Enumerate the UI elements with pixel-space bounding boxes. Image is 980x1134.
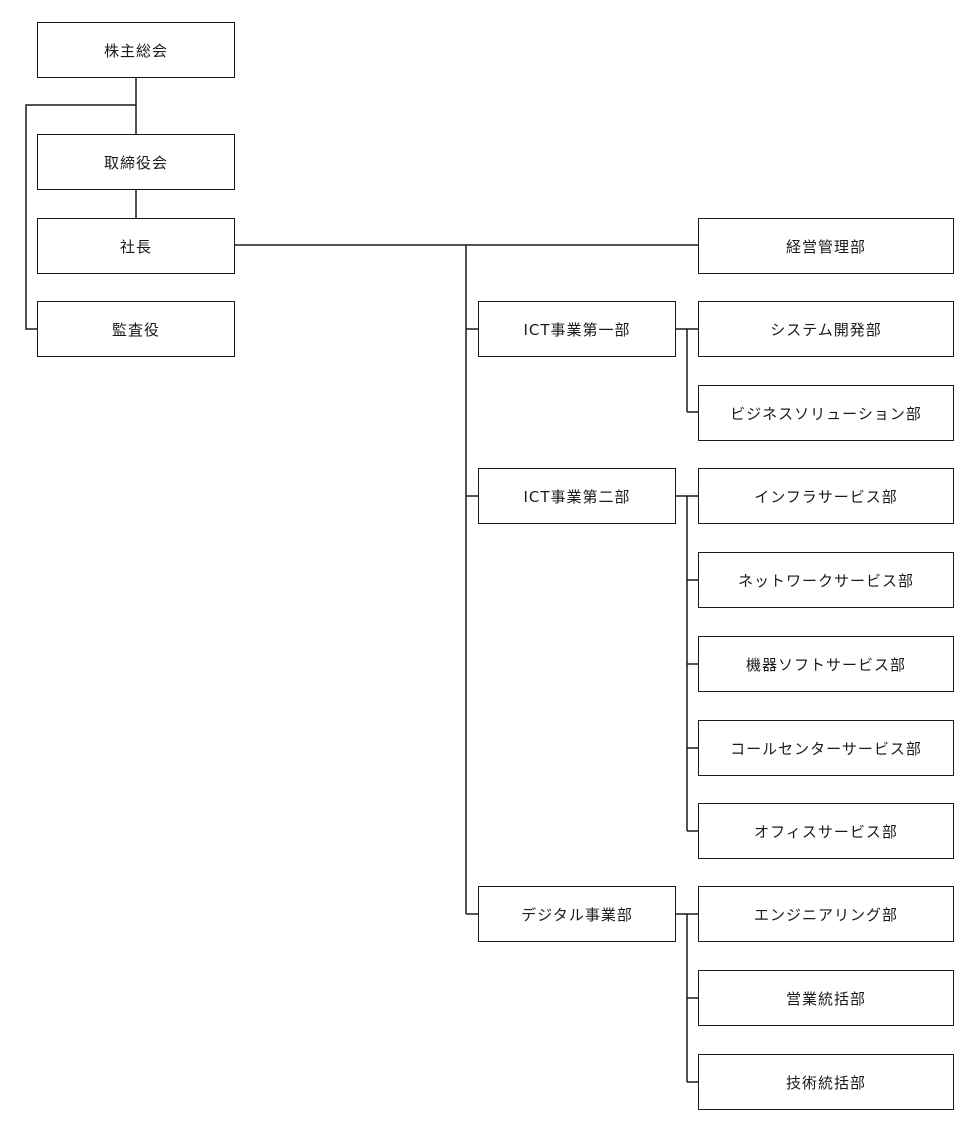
president-label: 社長 — [119, 237, 152, 256]
dept-label: コールセンターサービス部 — [730, 739, 922, 758]
ict-division-1-box: ICT事業第一部 — [478, 301, 676, 357]
digital-division-label: デジタル事業部 — [521, 905, 633, 924]
dept-label: 技術統括部 — [785, 1073, 866, 1092]
business-solution-dept-box: ビジネスソリューション部 — [698, 385, 954, 441]
management-dept-box: 経営管理部 — [698, 218, 954, 274]
digital-division-box: デジタル事業部 — [478, 886, 676, 942]
office-service-dept-box: オフィスサービス部 — [698, 803, 954, 859]
ict-division-1-label: ICT事業第一部 — [523, 320, 631, 339]
dept-label: 機器ソフトサービス部 — [745, 655, 906, 674]
shareholders-meeting-box: 株主総会 — [37, 22, 235, 78]
connector-line — [25, 104, 136, 330]
network-service-dept-box: ネットワークサービス部 — [698, 552, 954, 608]
dept-label: ネットワークサービス部 — [737, 571, 914, 590]
dept-label: エンジニアリング部 — [753, 905, 898, 924]
call-center-service-dept-box: コールセンターサービス部 — [698, 720, 954, 776]
dept-label: 営業統括部 — [785, 989, 866, 1008]
president-box: 社長 — [37, 218, 235, 274]
board-of-directors-label: 取締役会 — [103, 153, 168, 172]
auditor-box: 監査役 — [37, 301, 235, 357]
dept-label: システム開発部 — [770, 320, 882, 339]
dept-label: オフィスサービス部 — [754, 822, 898, 841]
sales-management-dept-box: 営業統括部 — [698, 970, 954, 1026]
engineering-dept-box: エンジニアリング部 — [698, 886, 954, 942]
ict-division-2-label: ICT事業第二部 — [523, 487, 631, 506]
shareholders-meeting-label: 株主総会 — [103, 41, 168, 60]
auditor-label: 監査役 — [111, 320, 160, 339]
dept-label: インフラサービス部 — [754, 487, 898, 506]
dept-label: ビジネスソリューション部 — [730, 404, 922, 423]
management-dept-label: 経営管理部 — [785, 237, 866, 256]
infra-service-dept-box: インフラサービス部 — [698, 468, 954, 524]
ict-division-2-box: ICT事業第二部 — [478, 468, 676, 524]
board-of-directors-box: 取締役会 — [37, 134, 235, 190]
system-development-dept-box: システム開発部 — [698, 301, 954, 357]
equipment-software-service-dept-box: 機器ソフトサービス部 — [698, 636, 954, 692]
technology-management-dept-box: 技術統括部 — [698, 1054, 954, 1110]
